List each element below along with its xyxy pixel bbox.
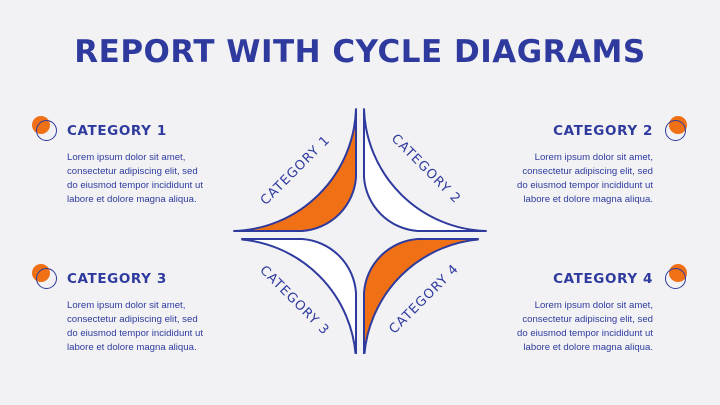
text-line: do eiusmod tempor incididunt ut <box>517 328 653 339</box>
cycle-segment-1: CATEGORY 1 <box>241 133 357 354</box>
category-3-block: CATEGORY 3 Lorem ipsum dolor sit amet, c… <box>67 271 257 355</box>
category-2-heading: CATEGORY 2 <box>553 123 653 139</box>
page-title: REPORT WITH CYCLE DIAGRAMS <box>74 34 646 70</box>
text-line: Lorem ipsum dolor sit amet, <box>534 300 653 311</box>
text-line: labore et dolore magna aliqua. <box>67 194 197 205</box>
text-line: labore et dolore magna aliqua. <box>67 342 197 353</box>
text-line: labore et dolore magna aliqua. <box>523 194 653 205</box>
cycle-segment-3: CATEGORY 3 <box>233 108 357 339</box>
category-1-block: CATEGORY 1 Lorem ipsum dolor sit amet, c… <box>67 123 257 207</box>
text-line: consectetur adipiscing elit, sed <box>67 166 198 177</box>
category-2-icon <box>663 115 689 141</box>
text-line: labore et dolore magna aliqua. <box>523 342 653 353</box>
category-1-text: Lorem ipsum dolor sit amet, consectetur … <box>67 151 257 207</box>
category-1-heading: CATEGORY 1 <box>67 123 167 139</box>
text-line: Lorem ipsum dolor sit amet, <box>67 300 186 311</box>
text-line: Lorem ipsum dolor sit amet, <box>534 152 653 163</box>
category-3-text: Lorem ipsum dolor sit amet, consectetur … <box>67 299 257 355</box>
text-line: do eiusmod tempor incididunt ut <box>67 328 203 339</box>
category-4-icon <box>663 263 689 289</box>
text-line: consectetur adipiscing elit, sed <box>522 166 653 177</box>
text-line: do eiusmod tempor incididunt ut <box>67 180 203 191</box>
cycle-segment-2: CATEGORY 2 <box>363 131 479 354</box>
text-line: consectetur adipiscing elit, sed <box>67 314 198 325</box>
cycle-segment-4: CATEGORY 4 <box>363 108 487 337</box>
category-4-block: CATEGORY 4 Lorem ipsum dolor sit amet, c… <box>463 271 653 355</box>
text-line: do eiusmod tempor incididunt ut <box>517 180 653 191</box>
category-3-heading: CATEGORY 3 <box>67 271 167 287</box>
category-4-heading: CATEGORY 4 <box>553 271 653 287</box>
category-2-text: Lorem ipsum dolor sit amet, consectetur … <box>463 151 653 207</box>
text-line: Lorem ipsum dolor sit amet, <box>67 152 186 163</box>
category-1-icon <box>30 115 57 141</box>
category-4-text: Lorem ipsum dolor sit amet, consectetur … <box>463 299 653 355</box>
category-2-block: CATEGORY 2 Lorem ipsum dolor sit amet, c… <box>463 123 653 207</box>
category-3-icon <box>30 263 57 289</box>
text-line: consectetur adipiscing elit, sed <box>522 314 653 325</box>
